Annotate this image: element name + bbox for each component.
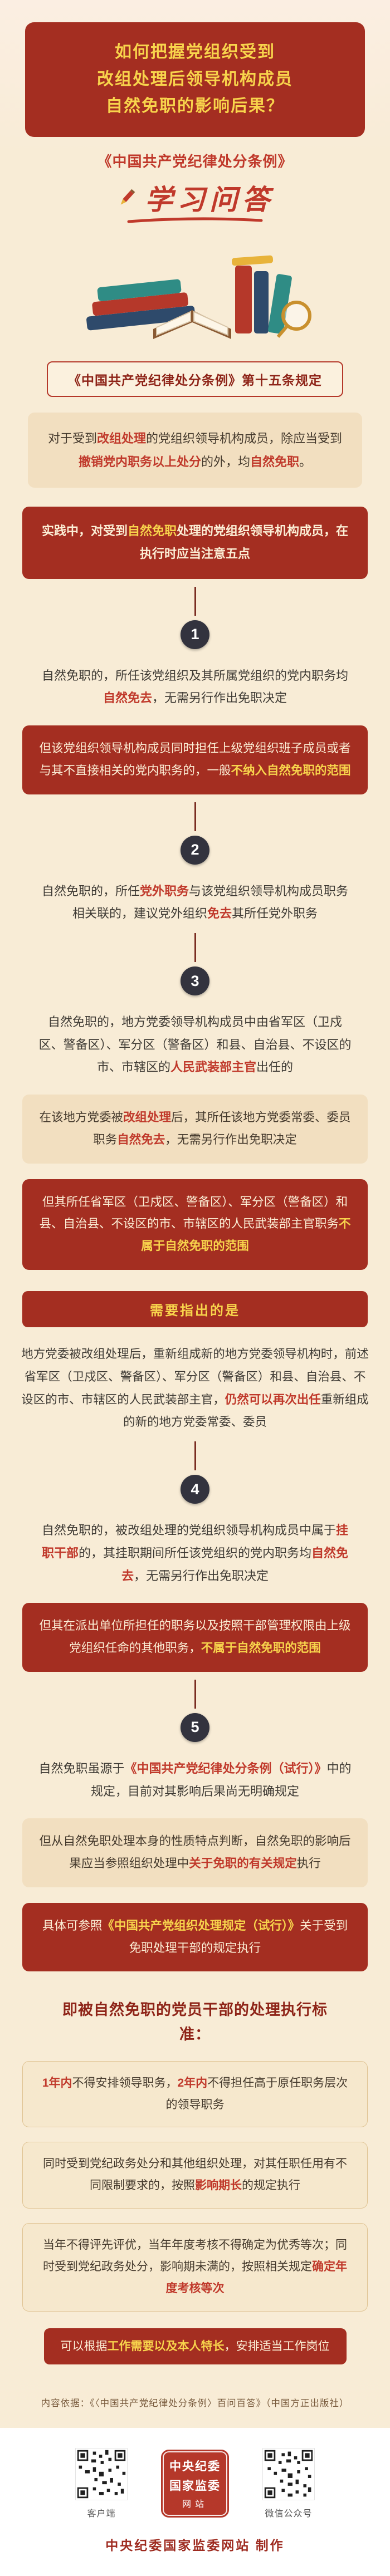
article-heading: 《中国共产党纪律处分条例》第十五条规定 [47, 361, 343, 397]
connector-line [194, 802, 196, 831]
step-5-caveat: 具体可参照《中国共产党组织处理规定（试行）》关于受到免职处理干部的规定执行 [22, 1902, 368, 1972]
step-1-caveat: 但该党组织领导机构成员同时担任上级党组织班子成员或者与其不直接相关的党内职务的，… [22, 725, 368, 794]
step-4: 4 自然免职的，被改组处理的党组织领导机构成员中属于挂职干部的，其挂职期间所任该… [0, 1434, 390, 1672]
step-5-detail: 但从自然免职处理本身的性质特点判断，自然免职的影响后果应当参照组织处理中关于免职… [22, 1818, 368, 1887]
standards-chip: 可以根据工作需要以及本人特长，安排适当工作岗位 [43, 2328, 347, 2365]
step-3-caveat: 但其所任省军区（卫戍区、警备区）、军分区（警备区）和县、自治县、不设区的市、市辖… [22, 1179, 368, 1270]
standards-title: 即被自然免职的党员干部的处理执行标准： [62, 2001, 328, 2043]
connector-line [194, 933, 196, 963]
open-book [153, 310, 231, 339]
connector-line [194, 1679, 196, 1709]
step-4-caveat: 但其在派出单位所担任的职务以及按照干部管理权限由上级党组织任命的其他职务，不属于… [22, 1603, 368, 1672]
step-number-badge: 3 [181, 966, 209, 996]
step-1-text: 自然免职的，所任该党组织及其所属党组织的党内职务均自然免去，无需另行作出免职决定 [41, 668, 348, 705]
step-3: 3 自然免职的，地方党委领导机构成员中由省军区（卫戍区、警备区）、军分区（警备区… [0, 925, 390, 1434]
question-line-2: 改组处理后领导机构成员 [97, 70, 293, 89]
upright-books [231, 255, 292, 334]
step-number-badge: 1 [181, 620, 209, 649]
step-5-text: 自然免职虽源于《中国共产党纪律处分条例（试行）》中的规定，目前对其影响后果尚无明… [38, 1761, 352, 1798]
seal-line-1: 中央纪委 [169, 2459, 221, 2474]
step-3-detail: 在该地方党委被改组处理后，其所任该地方党委常委、委员职务自然免去，无需另行作出免… [22, 1095, 368, 1164]
books-illustration [86, 255, 311, 339]
standards-section: 即被自然免职的党员干部的处理执行标准： 1年内不得安排领导职务，2年内不得担任高… [0, 1971, 390, 2365]
seal-line-3: 网站 [182, 2500, 208, 2510]
qr-code-wechat [262, 2448, 315, 2501]
step-3-text: 自然免职的，地方党委领导机构成员中由省军区（卫戍区、警备区）、军分区（警备区）和… [38, 1015, 352, 1074]
qr-item-wechat: 微信公众号 [262, 2448, 315, 2519]
question-line-1: 如何把握党组织受到 [115, 43, 275, 61]
magnifier-icon [276, 300, 311, 338]
footer-credit: 中央纪委国家监委网站 制作 [105, 2538, 285, 2553]
qr-label-wechat: 微信公众号 [265, 2509, 313, 2519]
connector-line [194, 1441, 196, 1471]
step-5: 5 自然免职虽源于《中国共产党纪律处分条例（试行）》中的规定，目前对其影响后果尚… [0, 1672, 390, 1972]
footer-section: 客户端 中央纪委 国家监委 网站 [0, 2428, 390, 2576]
regulation-title: 《中国共产党纪律处分条例》 [97, 153, 293, 170]
qr-item-app: 客户端 [75, 2448, 128, 2519]
ccdi-seal: 中央纪委 国家监委 网站 [161, 2450, 229, 2518]
seal-line-2: 国家监委 [169, 2479, 221, 2493]
qr-code-app [75, 2448, 128, 2501]
step-4-text: 自然免职的，被改组处理的党组织领导机构成员中属于挂职干部的，其挂职期间所任该党组… [41, 1523, 349, 1583]
step-2-text: 自然免职的，所任党外职务与该党组织领导机构成员职务相关联的，建议党外组织免去其所… [41, 884, 349, 921]
step-number-badge: 5 [181, 1713, 209, 1742]
connector-line [194, 586, 196, 616]
question-line-3: 自然免职的影响后果？ [106, 97, 284, 116]
qr-row: 客户端 中央纪委 国家监委 网站 [75, 2448, 315, 2519]
qa-label: 学习问答 [145, 183, 274, 216]
standard-item-3: 当年不得评先评优，当年年度考核不得确定为优秀等次；同时受到党纪政务处分，影响期未… [22, 2223, 368, 2312]
standard-item-1: 1年内不得安排领导职务，2年内不得担任高于原任职务层次的领导职务 [22, 2060, 368, 2128]
practice-note: 实践中，对受到自然免职处理的党组织领导机构成员，在执行时应当注意五点 [22, 507, 368, 579]
regulation-quote: 对于受到改组处理的党组织领导机构成员，除应当受到撤销党内职务以上处分的外，均自然… [28, 412, 362, 488]
question-banner: 如何把握党组织受到 改组处理后领导机构成员 自然免职的影响后果？ [25, 22, 365, 137]
standard-item-2: 同时受到党纪政务处分和其他组织处理，对其任职任用有不同限制要求的，按照影响期长的… [22, 2142, 368, 2209]
step-number-badge: 4 [181, 1475, 209, 1504]
step-number-badge: 2 [181, 835, 209, 865]
qr-label-app: 客户端 [87, 2509, 116, 2519]
qa-label-block: 学习问答 [116, 178, 274, 224]
qa-underline-stroke [127, 217, 263, 223]
step-1: 1 自然免职的，所任该党组织及其所属党组织的党内职务均自然免去，无需另行作出免职… [0, 579, 390, 794]
source-citation: 内容依据：《〈中国共产党纪律处分条例〉百问百答》（中国方正出版社） [41, 2398, 349, 2409]
step-3-note: 地方党委被改组处理后，重新组成新的地方党委领导机构时，前述省军区（卫戍区、警备区… [21, 1347, 369, 1429]
note-banner: 需要指出的是 [22, 1291, 368, 1327]
pencil-icon [120, 189, 135, 205]
book-stack [86, 279, 196, 331]
step-2: 2 自然免职的，所任党外职务与该党组织领导机构成员职务相关联的，建议党外组织免去… [0, 794, 390, 925]
